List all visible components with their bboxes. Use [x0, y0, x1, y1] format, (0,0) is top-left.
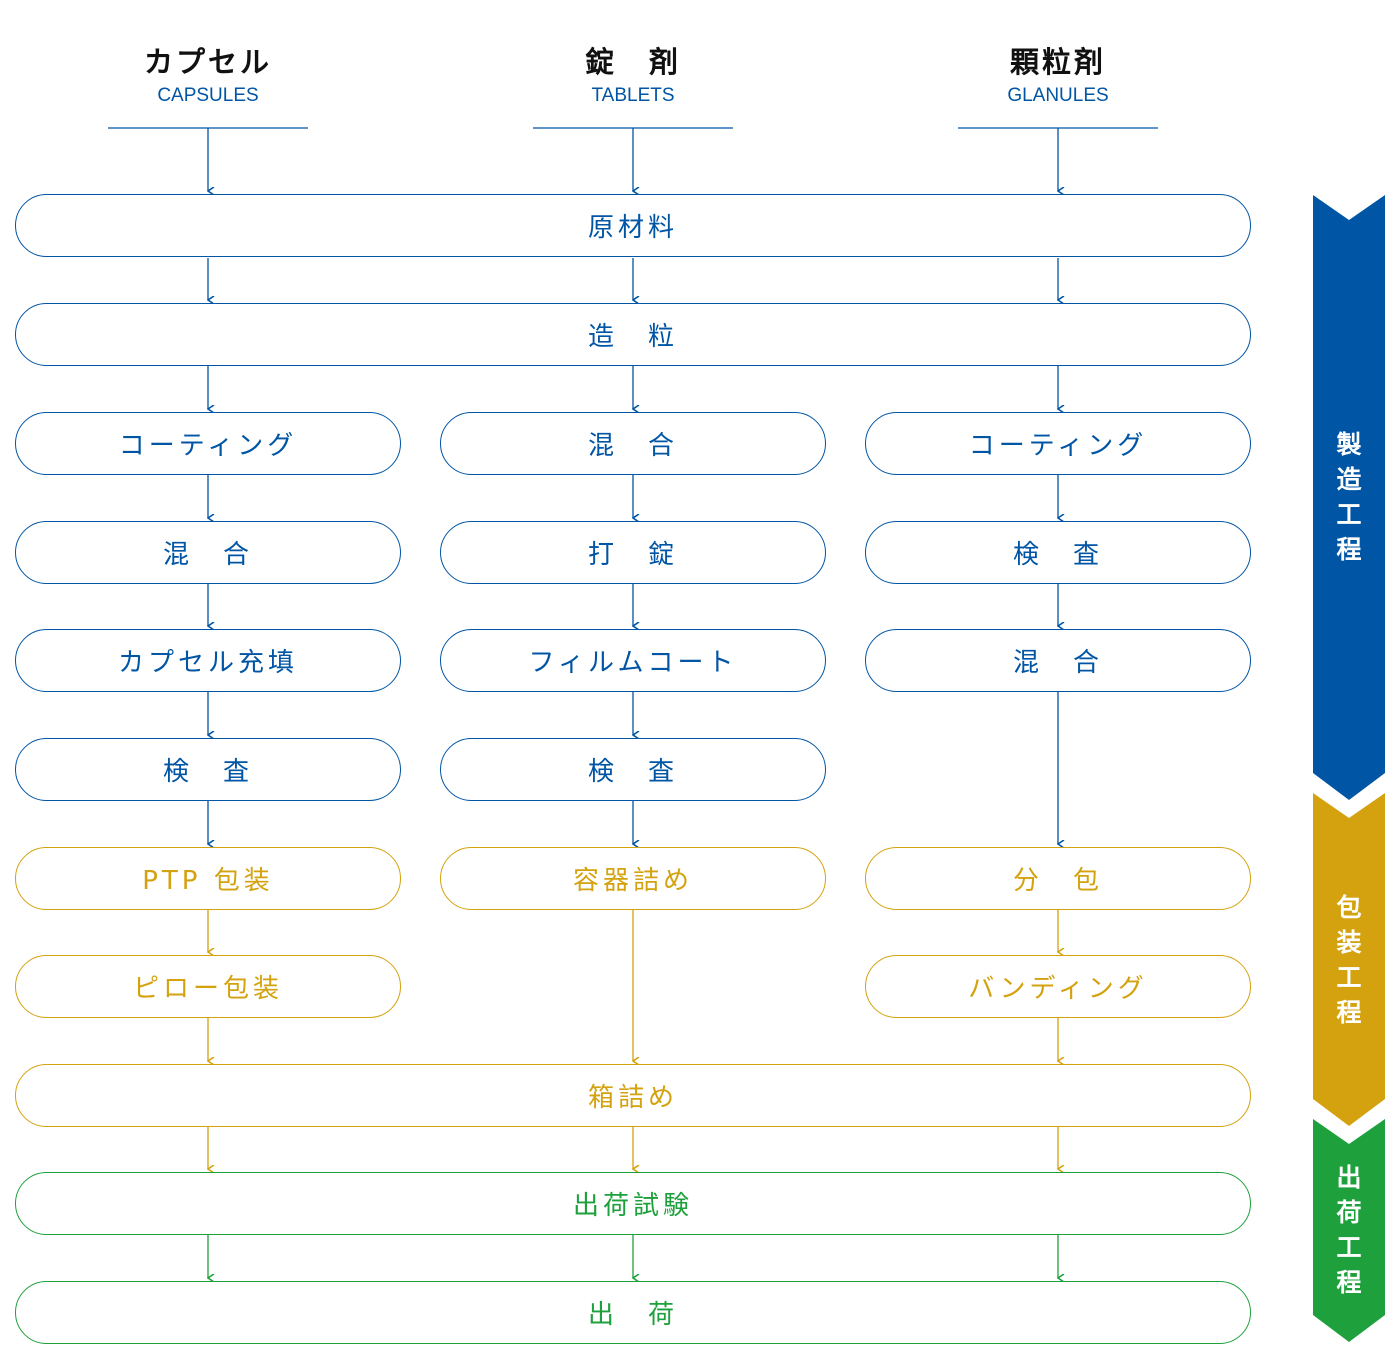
- column-subtitle: TABLETS: [591, 85, 675, 106]
- shipping-stage-label: 出 荷 工 程: [1312, 1160, 1386, 1300]
- column-header-capsules: カプセル CAPSULES: [78, 44, 338, 108]
- stage-char: 造: [1336, 465, 1362, 494]
- stage-char: 出: [1336, 1163, 1362, 1192]
- stage-char: 程: [1336, 535, 1362, 564]
- manufacturing-stage-bar: [1313, 195, 1385, 800]
- capsules-step-pillow-packaging: ピロー包装: [15, 955, 401, 1018]
- column-subtitle: CAPSULES: [157, 85, 259, 106]
- capsules-step-capsule-filling: カプセル充填: [15, 629, 401, 692]
- column-header-granules: 顆粒剤 GLANULES: [928, 44, 1188, 108]
- step-shipping: 出 荷: [15, 1281, 1251, 1344]
- capsules-step-inspection: 検 査: [15, 738, 401, 801]
- stage-char: 装: [1336, 928, 1362, 957]
- granules-step-coating: コーティング: [865, 412, 1251, 475]
- packaging-connectors: [208, 909, 1058, 1169]
- tablets-step-tableting: 打 錠: [440, 521, 826, 584]
- capsules-step-ptp-packaging: PTP 包装: [15, 847, 401, 910]
- granules-step-banding: バンディング: [865, 955, 1251, 1018]
- column-title: カプセル: [143, 45, 272, 79]
- capsules-step-mixing: 混 合: [15, 521, 401, 584]
- column-title: 錠 剤: [584, 45, 681, 79]
- stage-char: 程: [1336, 1268, 1362, 1297]
- granules-step-inspection: 検 査: [865, 521, 1251, 584]
- column-title: 顆粒剤: [1009, 45, 1106, 79]
- shipping-stage-bar: [1313, 1119, 1385, 1342]
- step-boxing: 箱詰め: [15, 1064, 1251, 1127]
- tablets-step-bottling: 容器詰め: [440, 847, 826, 910]
- stage-char: 製: [1336, 430, 1362, 459]
- granules-step-mixing: 混 合: [865, 629, 1251, 692]
- stage-char: 荷: [1336, 1198, 1362, 1227]
- manufacturing-stage-label: 製 造 工 程: [1312, 427, 1386, 567]
- stage-char: 包: [1336, 893, 1362, 922]
- manufacturing-connectors: [208, 128, 1058, 844]
- column-header-tablets: 錠 剤 TABLETS: [503, 44, 763, 108]
- shipping-connectors: [208, 1235, 1058, 1278]
- stage-char: 工: [1336, 1233, 1362, 1262]
- tablets-step-inspection: 検 査: [440, 738, 826, 801]
- stage-char: 程: [1336, 998, 1362, 1027]
- column-subtitle: GLANULES: [1007, 85, 1109, 106]
- tablets-step-mixing: 混 合: [440, 412, 826, 475]
- tablets-step-film-coating: フィルムコート: [440, 629, 826, 692]
- stage-char: 工: [1336, 500, 1362, 529]
- step-shipping-test: 出荷試験: [15, 1172, 1251, 1235]
- step-granulation: 造 粒: [15, 303, 1251, 366]
- step-raw-materials: 原材料: [15, 194, 1251, 257]
- packaging-stage-label: 包 装 工 程: [1312, 890, 1386, 1030]
- packaging-stage-bar: [1313, 793, 1385, 1126]
- stage-char: 工: [1336, 963, 1362, 992]
- granules-step-dividing: 分 包: [865, 847, 1251, 910]
- capsules-step-coating: コーティング: [15, 412, 401, 475]
